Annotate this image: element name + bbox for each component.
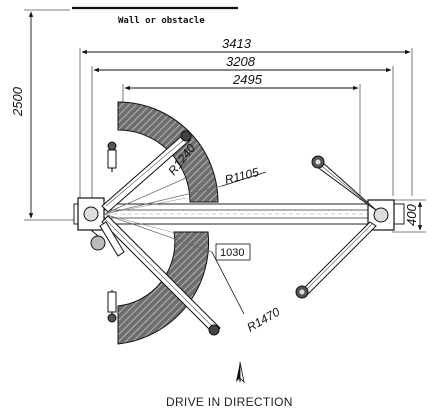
left-lower-arm <box>99 215 221 336</box>
dimension-overall-width: 3413 <box>79 36 413 200</box>
left-upper-arm <box>101 130 192 213</box>
upper-swing-zone <box>117 101 219 203</box>
drive-direction-label: DRIVE IN DIRECTION <box>166 395 293 409</box>
lower-swing-zone <box>117 231 210 345</box>
right-upper-arm <box>311 155 377 211</box>
dim-3208-label: 3208 <box>226 54 256 69</box>
radius-lines <box>103 171 267 315</box>
left-column <box>77 197 106 251</box>
radius-r1470-label: R1470 <box>245 305 283 335</box>
dimension-column-width: 3208 <box>91 54 394 200</box>
dimension-depth: 2500 <box>10 9 78 221</box>
dimension-inner-width: 2495 <box>122 72 361 200</box>
dim-2500-label: 2500 <box>10 86 25 117</box>
right-lower-arm <box>295 221 377 299</box>
radius-1030-callout: 1030 <box>215 243 251 261</box>
drive-direction-arrow-icon <box>236 361 245 384</box>
dim-2495-label: 2495 <box>232 72 263 87</box>
radius-1030-label: 1030 <box>220 247 244 259</box>
wall-obstacle: Wall or obstacle <box>72 6 238 26</box>
wall-label: Wall or obstacle <box>118 16 205 26</box>
lift-base-frame <box>73 203 405 225</box>
dim-400-label: 400 <box>404 204 419 226</box>
dim-3413-label: 3413 <box>222 36 252 51</box>
radius-r1105-label: R1105 <box>223 165 260 187</box>
dimension-base-depth: 400 <box>392 199 426 233</box>
